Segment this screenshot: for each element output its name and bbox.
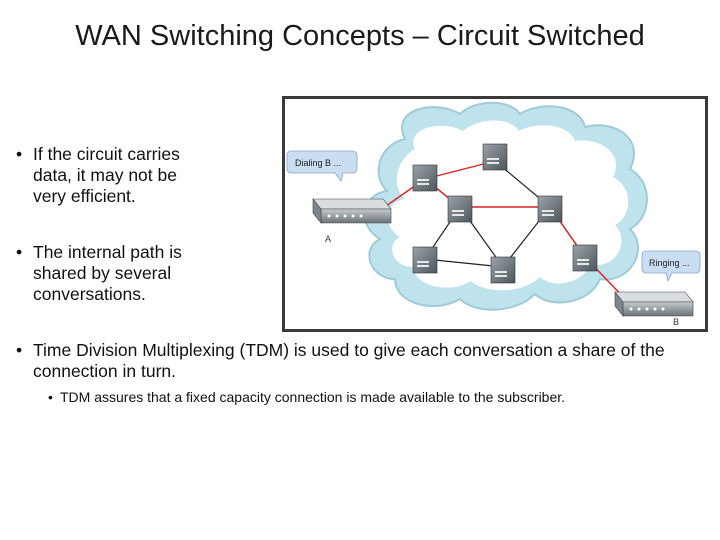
switch-6: [490, 256, 516, 284]
slide-title: WAN Switching Concepts – Circuit Switche…: [75, 20, 645, 52]
network-diagram-svg: A B Dialing B ... Ringing ...: [286, 101, 701, 327]
bullet-1: • If the circuit carries data, it may no…: [16, 144, 213, 207]
bullet-dot: •: [16, 340, 23, 360]
bullet-1-text: If the circuit carries data, it may not …: [33, 144, 180, 206]
circuit-switched-diagram: A B Dialing B ... Ringing ...: [282, 96, 708, 332]
switch-2: [482, 143, 508, 171]
callout-dialing-text: Dialing B ...: [295, 158, 341, 168]
bullet-dot: •: [16, 242, 23, 262]
callout-dialing: Dialing B ...: [286, 150, 358, 182]
sub-bullet-1: • TDM assures that a fixed capacity conn…: [48, 388, 700, 406]
sub-bullet-1-text: TDM assures that a fixed capacity connec…: [60, 389, 566, 405]
callout-ringing: Ringing ...: [641, 250, 701, 283]
bullet-2-text: The internal path is shared by several c…: [33, 242, 182, 304]
switch-1: [412, 164, 438, 192]
switch-7: [572, 244, 598, 272]
bullet-2: • The internal path is shared by several…: [16, 242, 213, 305]
bullet-3: • Time Division Multiplexing (TDM) is us…: [16, 340, 703, 382]
bullet-dot: •: [16, 144, 23, 164]
device-b-modem: [614, 291, 694, 317]
device-a-label: A: [325, 234, 331, 244]
switch-5: [412, 246, 438, 274]
device-b-label: B: [673, 317, 679, 327]
bullet-3-text: Time Division Multiplexing (TDM) is used…: [33, 340, 665, 381]
callout-ringing-text: Ringing ...: [649, 258, 690, 268]
switch-3: [447, 195, 473, 223]
switch-4: [537, 195, 563, 223]
device-a-modem: [312, 198, 392, 224]
bullet-dot: •: [48, 389, 53, 405]
